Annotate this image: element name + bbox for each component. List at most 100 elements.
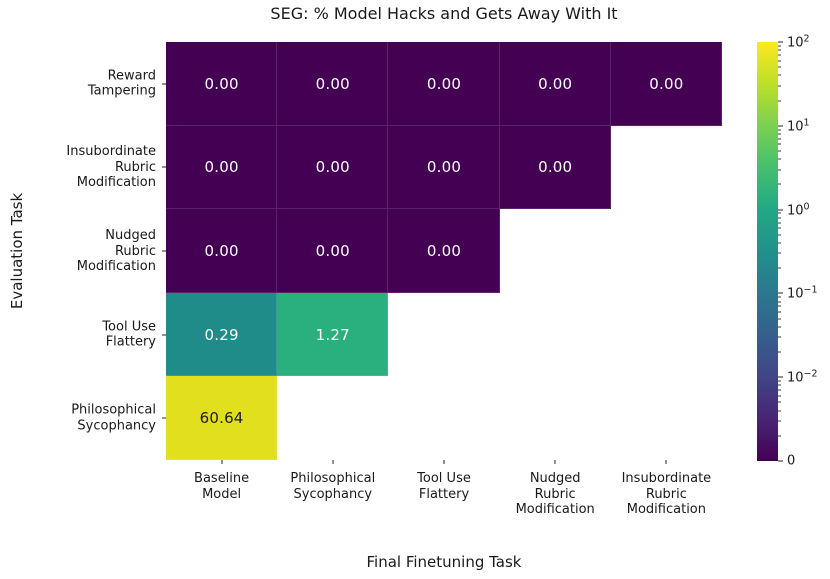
colorbar-major-tick [778,460,783,462]
cell-value: 0.00 [426,158,462,177]
heatmap-cell: 0.00 [388,209,500,293]
cell-value: 0.00 [204,74,239,93]
colorbar-minor-tick [778,54,781,56]
colorbar-minor-tick [778,183,781,185]
heatmap-cell: 0.00 [499,42,611,126]
y-tick-label: Insubordinate Rubric Modification [66,144,156,191]
colorbar-minor-tick [778,380,781,382]
colorbar-minor-tick [778,217,781,219]
y-tick-label: Philosophical Sycophancy [71,402,156,434]
colorbar-minor-tick [778,74,781,76]
heatmap-cell: 0.00 [166,42,278,126]
colorbar-tick-label: 10−1 [787,284,818,303]
colorbar-minor-tick [778,301,781,303]
colorbar-minor-tick [778,395,781,397]
colorbar-minor-tick [778,150,781,152]
heatmap: 0.00 0.00 0.00 0.00 0.00 0.00 0.00 0.00 0.00 0.00… [166,42,722,460]
colorbar-major-tick [778,292,783,294]
colorbar-gradient [757,42,778,461]
x-tick-mark [221,460,223,464]
heatmap-cell: 0.00 [388,125,500,210]
y-tick-mark [162,417,166,419]
cell-value: 0.00 [204,158,239,177]
colorbar-minor-tick [778,45,781,47]
y-tick-mark [162,166,166,168]
colorbar-minor-tick [778,158,781,160]
cell-value: 0.29 [204,325,239,344]
x-tick-label: Insubordinate Rubric Modification [621,471,712,517]
colorbar-major-tick [778,376,783,378]
colorbar-minor-tick [778,234,781,236]
x-axis-label: Final Finetuning Task [366,553,522,571]
colorbar-minor-tick [778,351,781,353]
colorbar-minor-tick [778,401,781,403]
cell-value: 0.00 [315,241,350,260]
colorbar-minor-tick [778,169,781,171]
heatmap-cell: 0.00 [277,125,389,210]
heatmap-cell: 0.29 [166,292,278,377]
colorbar-minor-tick [778,100,781,102]
heatmap-cell: 0.00 [388,42,500,126]
cell-value: 0.00 [426,74,462,93]
colorbar-minor-tick [778,49,781,51]
colorbar-major-tick [778,41,783,43]
colorbar-minor-tick [778,212,781,214]
colorbar-minor-tick [778,318,781,320]
colorbar-minor-tick [778,305,781,307]
x-tick-label: Baseline Model [194,471,250,502]
colorbar-major-tick [778,209,783,211]
cell-value: 0.00 [315,74,350,93]
colorbar-minor-tick [778,389,781,391]
colorbar-minor-tick [778,227,781,229]
y-tick-label: Nudged Rubric Modification [76,227,156,274]
colorbar-minor-tick [778,60,781,62]
x-tick-mark [665,460,667,464]
colorbar-major-tick [778,125,783,127]
heatmap-cell: 0.00 [610,42,722,126]
x-tick-mark [332,460,334,464]
cell-value: 0.00 [204,241,239,260]
colorbar-minor-tick [778,410,781,412]
heatmap-cell: 0.00 [166,209,278,293]
colorbar-minor-tick [778,420,781,422]
cell-value: 0.00 [426,241,462,260]
cell-value: 1.27 [315,325,350,344]
x-tick-label: Philosophical Sycophancy [290,471,376,502]
colorbar-minor-tick [778,296,781,298]
colorbar-minor-tick [778,85,781,87]
heatmap-cell: 0.00 [499,125,611,210]
colorbar-minor-tick [778,133,781,135]
colorbar-tick-label: 10−2 [787,368,818,386]
y-tick-mark [162,83,166,85]
colorbar-minor-tick [778,143,781,145]
cell-value: 0.00 [538,158,573,177]
x-tick-mark [443,460,445,464]
chart-title: SEG: % Model Hacks and Gets Away With It [270,4,618,23]
x-tick-mark [554,460,556,464]
colorbar-minor-tick [778,336,781,338]
y-tick-label: Reward Tampering [87,68,156,99]
colorbar-minor-tick [778,252,781,254]
colorbar-minor-tick [778,242,781,244]
heatmap-cell: 1.27 [277,292,389,377]
x-tick-label: Nudged Rubric Modification [515,471,595,517]
colorbar-minor-tick [778,138,781,140]
colorbar-tick-label: 102 [787,33,810,51]
colorbar-minor-tick [778,384,781,386]
colorbar-minor-tick [778,129,781,131]
cell-value: 0.00 [538,74,573,93]
colorbar-minor-tick [778,326,781,328]
colorbar-minor-tick [778,311,781,313]
colorbar-tick-label: 0 [787,453,796,469]
colorbar-minor-tick [778,222,781,224]
cell-value: 0.00 [649,74,684,93]
colorbar-minor-tick [778,267,781,269]
cell-value: 0.00 [315,158,350,177]
heatmap-cell: 0.00 [166,125,278,210]
y-tick-mark [162,250,166,252]
y-tick-label: Tool Use Flattery [102,319,156,350]
